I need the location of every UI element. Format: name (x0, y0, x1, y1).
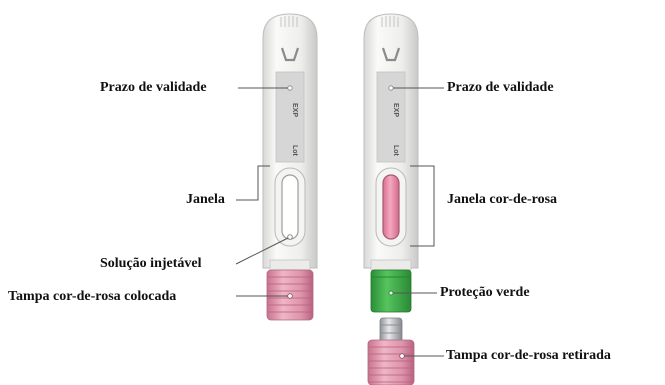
label-left-cap: Tampa cor-de-rosa colocada (8, 289, 177, 304)
leader-lines (235, 87, 444, 357)
right-pen-u-mark (381, 47, 401, 62)
label-right-cap: Tampa cor-de-rosa retirada (446, 348, 611, 363)
right-removed-cap (367, 317, 415, 385)
label-right-expiry: Prazo de validade (447, 80, 554, 95)
right-cap-dot (399, 353, 405, 359)
leader-left-window (236, 165, 270, 201)
right-expiry-dot (388, 85, 394, 91)
left-expiry-dot (287, 85, 293, 91)
left-solution-dot (287, 234, 293, 240)
label-left-solution: Solução injetável (100, 256, 202, 271)
left-pen-u-mark (280, 47, 300, 62)
label-left-expiry: Prazo de validade (100, 80, 207, 95)
leader-right-window (410, 165, 435, 247)
label-right-window: Janela cor-de-rosa (447, 192, 558, 207)
right-pen-grip-ribs (381, 16, 399, 27)
left-pen (262, 13, 318, 321)
label-left-window: Janela (186, 192, 225, 207)
leader-left-solution (235, 237, 289, 265)
right-pen (363, 13, 419, 385)
right-guard-dot (388, 290, 394, 296)
left-lot-mark: Lot (291, 145, 298, 157)
left-cap-dot (287, 293, 293, 299)
right-lot-mark: Lot (392, 145, 399, 157)
left-collar (269, 259, 311, 271)
left-window (281, 174, 299, 240)
right-collar (370, 259, 412, 271)
label-right-guard: Proteção verde (440, 285, 530, 300)
right-exp-mark: EXP (392, 103, 399, 117)
left-pen-grip-ribs (280, 16, 298, 27)
left-exp-mark: EXP (291, 103, 298, 117)
right-pink-window (382, 174, 400, 240)
